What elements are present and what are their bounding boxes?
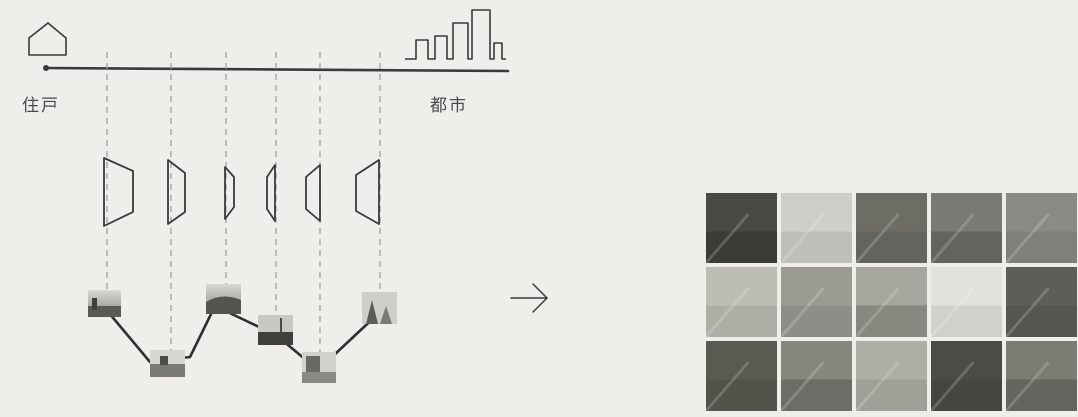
grid-photo	[1004, 341, 1077, 412]
grid-photo	[854, 341, 927, 412]
frustum-shapes	[103, 157, 380, 227]
frustum-shape	[355, 159, 380, 225]
label-city: 都市	[430, 96, 468, 116]
path-thumbnails	[88, 284, 397, 383]
city-skyline-icon	[405, 9, 506, 60]
frustum-shape	[224, 166, 235, 220]
grid-photo	[704, 193, 777, 264]
grid-photo	[704, 341, 777, 412]
frustum-shape	[266, 164, 276, 222]
path-photo-thumbnail	[88, 290, 121, 317]
dashed-connectors	[106, 52, 381, 355]
grid-photo	[1004, 193, 1077, 264]
path-photo-thumbnail	[258, 315, 293, 345]
grid-photo	[779, 267, 852, 338]
grid-photo	[779, 193, 852, 264]
frustum-shape	[167, 159, 186, 225]
grid-photo	[1004, 267, 1077, 338]
grid-photo	[779, 341, 852, 412]
grid-photo	[854, 267, 927, 338]
arrow-right-icon	[510, 283, 548, 313]
photo-grid	[704, 193, 1077, 412]
label-home: 住戸	[22, 96, 60, 116]
scale-axis-line	[44, 66, 510, 73]
house-icon	[28, 22, 67, 56]
frustum-shape	[103, 157, 134, 227]
path-photo-thumbnail	[150, 350, 185, 377]
path-photo-thumbnail	[206, 284, 241, 314]
scale-axis-start-dot	[43, 65, 49, 71]
grid-photo	[929, 341, 1002, 412]
path-photo-thumbnail	[302, 352, 336, 383]
grid-photo	[929, 267, 1002, 338]
grid-photo	[929, 193, 1002, 264]
photo-path-line	[103, 304, 381, 372]
grid-photo	[704, 267, 777, 338]
frustum-shape	[305, 164, 321, 222]
path-photo-thumbnail	[362, 292, 397, 324]
grid-photo	[854, 193, 927, 264]
